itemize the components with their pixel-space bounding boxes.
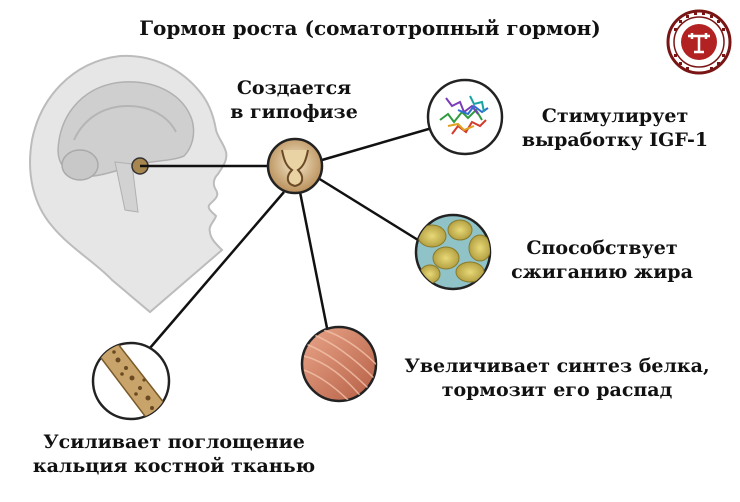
connector-lines [140, 126, 433, 349]
bone-label-line-1: Усиливает поглощение [43, 431, 305, 453]
igf-label-line-1: Стимулирует [541, 105, 689, 127]
bone-tissue-image [91, 341, 171, 421]
protein-label-line-1: Увеличивает синтез белка, [404, 355, 710, 377]
igf-label-line-2: выработку IGF-1 [521, 129, 709, 151]
fat-label: Способствует сжиганию жира [502, 236, 702, 284]
muscle-tissue-image [300, 325, 378, 403]
stamp-logo [666, 9, 732, 75]
fat-tissue-image [414, 213, 492, 291]
diagram-title: Гормон роста (соматотропный гормон) [139, 16, 601, 40]
igf-molecule-image [426, 78, 504, 156]
fat-label-line-2: сжиганию жира [511, 261, 693, 283]
igf-label: Стимулирует выработку IGF-1 [515, 104, 715, 152]
protein-label: Увеличивает синтез белка, тормозит его р… [402, 354, 712, 402]
fat-label-line-1: Способствует [526, 237, 678, 259]
bone-label-line-2: кальция костной тканью [32, 455, 316, 477]
bone-label: Усиливает поглощение кальция костной тка… [24, 430, 324, 478]
pituitary-label: Создается в гипофизе [224, 76, 364, 124]
head-silhouette [29, 54, 228, 314]
pituitary-hub [266, 137, 324, 195]
pituitary-label-line-1: Создается [236, 77, 352, 99]
pituitary-label-line-2: в гипофизе [230, 101, 358, 123]
protein-label-line-2: тормозит его распад [441, 379, 673, 401]
